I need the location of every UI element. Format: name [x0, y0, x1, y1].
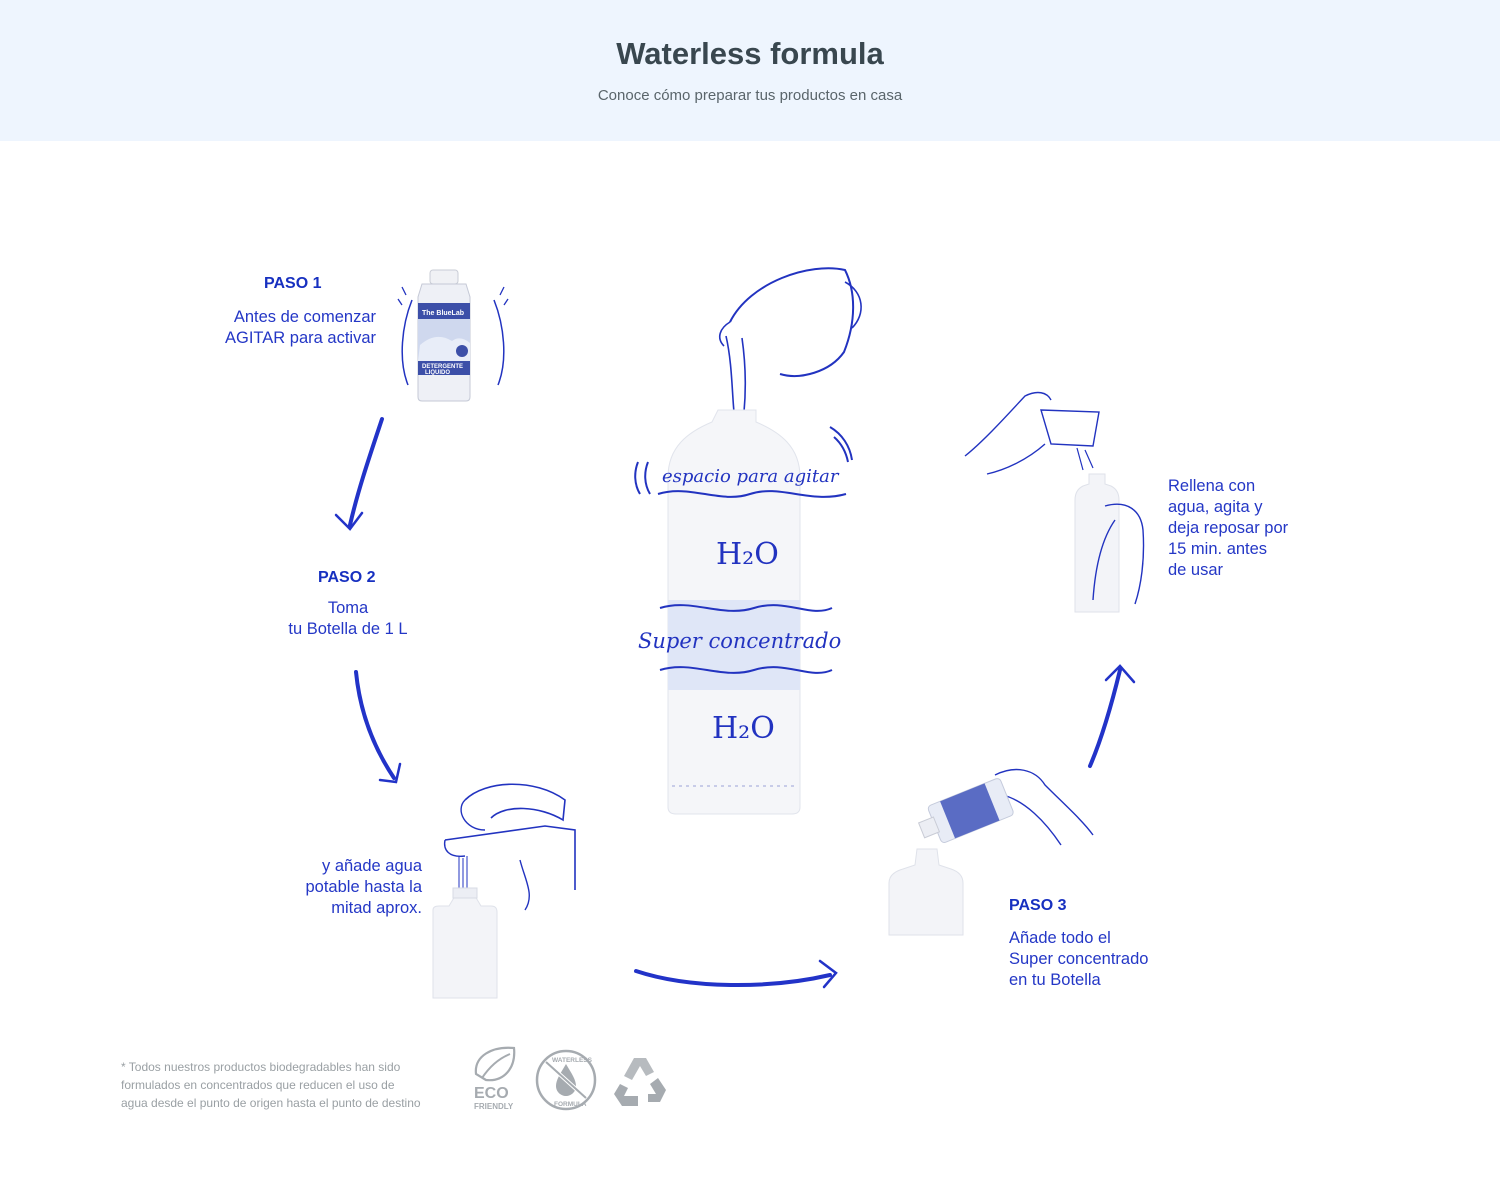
friendly-label: FRIENDLY — [474, 1102, 514, 1111]
product-name-2: LIQUIDO — [425, 370, 450, 376]
product-name-1: DETERGENTE — [422, 364, 463, 370]
pour-concentrate-illustration — [888, 768, 1094, 936]
paso-3-title: PASO 3 — [1009, 897, 1067, 914]
arrow-right-icon — [634, 959, 838, 989]
paso-1-title: PASO 1 — [264, 275, 322, 292]
paso-1-line: Antes de comenzar — [233, 308, 376, 326]
paso-2-text: Toma tu Botella de 1 L — [250, 598, 446, 640]
paso-3-line: Super concentrado — [1009, 950, 1149, 968]
water-line: y añade agua — [321, 857, 422, 875]
water-step-text: y añade agua potable hasta la mitad apro… — [260, 856, 422, 919]
refill-bottle-illustration: espacio para agitar H₂O Super concentrad… — [634, 267, 862, 815]
h2o-label-top: H₂O — [716, 537, 779, 572]
waterless-label: WATERLESS — [552, 1057, 593, 1064]
eco-leaf-icon: ECO FRIENDLY — [474, 1046, 516, 1111]
paso-2-title: PASO 2 — [318, 569, 376, 586]
shake-bottle-illustration — [964, 391, 1145, 613]
paso-1-text: Antes de comenzar AGITAR para activar — [170, 307, 376, 349]
final-line: deja reposar por — [1168, 519, 1289, 537]
page-title: Waterless formula — [616, 36, 884, 71]
formula-label: FORMULA — [554, 1101, 587, 1108]
paso-3-text: Añade todo el Super concentrado en tu Bo… — [1009, 928, 1209, 991]
super-concentrate-label: Super concentrado — [638, 629, 841, 653]
eco-label: ECO — [474, 1085, 509, 1102]
header-banner: Waterless formula Conoce cómo preparar t… — [0, 0, 1500, 141]
waterless-drop-icon: WATERLESS FORMULA — [535, 1049, 597, 1111]
final-line: Rellena con — [1168, 477, 1256, 495]
final-line: agua, agita y — [1168, 498, 1263, 516]
paso-3-line: en tu Botella — [1009, 971, 1101, 989]
arrow-up-icon — [1088, 664, 1136, 768]
final-step-text: Rellena con agua, agita y deja reposar p… — [1168, 476, 1348, 581]
water-line: mitad aprox. — [331, 899, 422, 917]
product-brand: The BlueLab — [422, 310, 464, 317]
water-line: potable hasta la — [305, 878, 422, 896]
footnote-line: formulados en concentrados que reducen e… — [121, 1078, 395, 1092]
footnote: * Todos nuestros productos biodegradable… — [121, 1058, 466, 1112]
recycle-icon — [614, 1058, 666, 1106]
footnote-line: agua desde el punto de origen hasta el p… — [121, 1096, 421, 1110]
footnote-line: * Todos nuestros productos biodegradable… — [121, 1060, 401, 1074]
h2o-label-bottom: H₂O — [712, 711, 775, 746]
concentrate-bottle-illustration: The BlueLab DETERGENTE LIQUIDO — [397, 269, 509, 402]
paso-3-line: Añade todo el — [1009, 929, 1111, 947]
final-line: de usar — [1168, 561, 1224, 579]
paso-2-line: tu Botella de 1 L — [288, 620, 408, 638]
shake-space-label: espacio para agitar — [662, 466, 840, 487]
tap-water-illustration — [432, 783, 576, 999]
paso-2-line: Toma — [327, 599, 369, 617]
paso-1-line: AGITAR para activar — [225, 329, 376, 347]
page-subtitle: Conoce cómo preparar tus productos en ca… — [597, 87, 903, 104]
final-line: 15 min. antes — [1168, 540, 1268, 558]
arrow-down-icon — [354, 670, 402, 784]
arrow-down-icon — [334, 417, 384, 531]
